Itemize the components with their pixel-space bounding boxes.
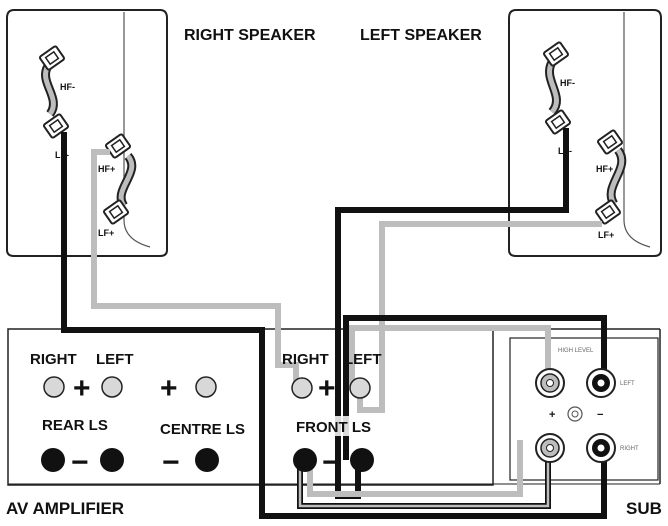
cable-front-left-negative-to-sub [343,315,607,460]
right-speaker: HF- LF- HF+ LF+ [6,9,168,257]
cable-front-left-positive-to-sub [349,325,551,386]
centre-ls-label: CENTRE LS [160,421,245,438]
rear-right-label: RIGHT [30,351,77,368]
left-speaker-inner-line [623,12,651,248]
front-left-label: LEFT [344,351,382,368]
sub-high-level-panel [509,337,659,481]
left-label-lf-plus: LF+ [598,230,614,240]
sub-panel-minus: − [597,409,603,421]
sub-panel-plus: + [549,409,555,421]
front-right-negative-terminal [293,448,317,472]
rear-ls-label: REAR LS [42,417,108,434]
cable-left-negative [335,128,569,499]
sub-inputs [535,368,616,463]
cable-front-right-positive-to-sub [307,440,523,497]
rear-ls-terminals: RIGHT LEFT + REAR LS − [30,351,134,479]
left-label-hf-plus: HF+ [596,164,613,174]
centre-negative-terminal [195,448,219,472]
sub-panel-right: RIGHT [620,446,639,452]
left-speaker-title: LEFT SPEAKER [360,27,482,44]
av-amplifier-label: AV AMPLIFIER [6,499,124,518]
right-speaker-cabinet [6,9,168,257]
right-speaker-inner-line [123,12,151,248]
front-ls-label: FRONT LS [296,419,371,436]
av-amplifier-outline [7,328,494,486]
left-label-hf-minus: HF- [560,78,575,88]
front-ls-terminals: RIGHT LEFT + FRONT LS − [282,351,384,479]
rear-right-positive-terminal [43,376,65,398]
cable-right-negative [61,132,607,519]
centre-minus-sign: − [162,446,180,479]
front-right-label: RIGHT [282,351,329,368]
rear-minus-sign: − [71,446,89,479]
centre-plus-sign: + [160,372,178,405]
rear-left-positive-terminal [101,376,123,398]
sub-label: SUB [626,499,662,518]
right-label-hf-plus: HF+ [98,164,115,174]
front-minus-sign: − [322,446,340,479]
right-label-lf-plus: LF+ [98,228,114,238]
right-label-hf-minus: HF- [60,82,75,92]
centre-positive-terminal [195,376,217,398]
left-speaker: HF- LF- HF+ LF+ [508,9,662,257]
front-right-positive-terminal [291,377,313,399]
right-speaker-title: RIGHT SPEAKER [184,27,316,44]
sub-panel-header: HIGH LEVEL [558,348,594,354]
rear-right-negative-terminal [41,448,65,472]
left-speaker-cabinet [508,9,662,257]
front-plus-sign: + [318,372,336,405]
av-amplifier [7,328,494,486]
front-left-positive-terminal [349,377,371,399]
cable-right-positive [91,149,299,388]
rear-plus-sign: + [73,372,91,405]
rear-left-negative-terminal [100,448,124,472]
centre-ls-terminals: + CENTRE LS − [160,372,245,479]
rear-left-label: LEFT [96,351,134,368]
front-left-negative-terminal [350,448,374,472]
cable-left-positive [357,221,602,413]
cables [61,128,607,519]
subwoofer: HIGH LEVEL LEFT RIGHT + − [493,328,661,485]
sub-panel-left: LEFT [620,381,635,387]
